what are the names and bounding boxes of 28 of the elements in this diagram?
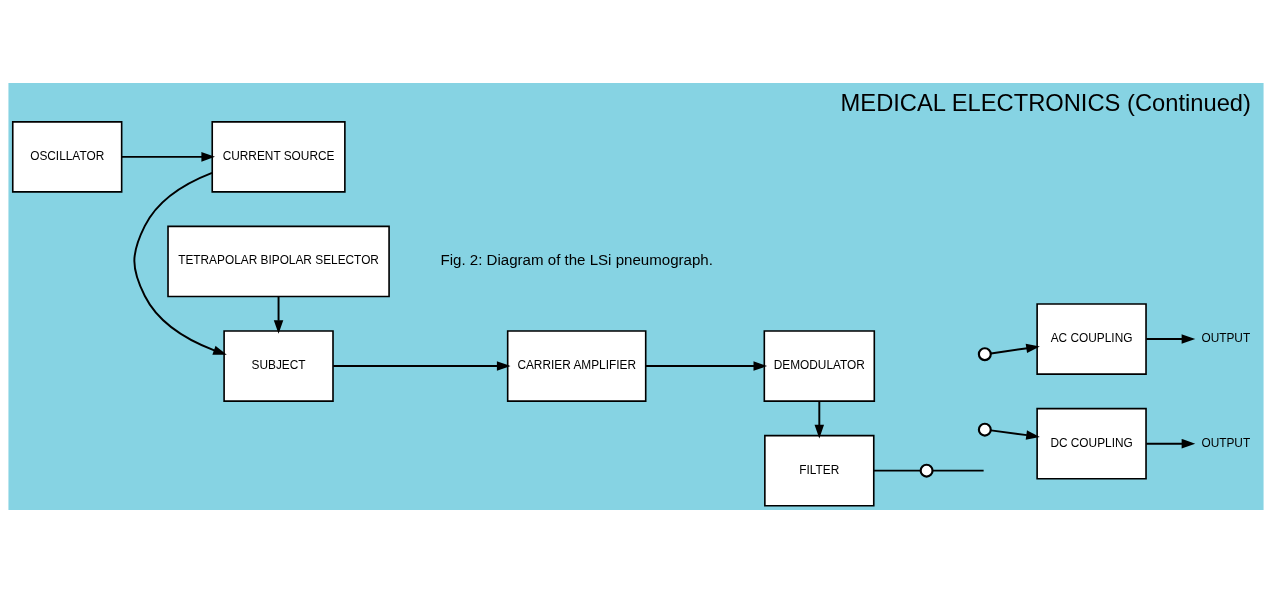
connector xyxy=(931,469,985,472)
node-box: FILTER xyxy=(764,434,875,506)
arrow xyxy=(990,343,1040,354)
arrow xyxy=(814,399,825,438)
node-box: OSCILLATOR xyxy=(11,120,123,193)
arrow xyxy=(133,171,227,355)
arrow xyxy=(1145,438,1196,448)
node-box: SUBJECT xyxy=(223,329,334,402)
node-box: DEMODULATOR xyxy=(763,329,876,402)
arrow xyxy=(332,360,511,371)
caption: Fig. 2: Diagram of the LSi pneumograph. xyxy=(440,250,713,268)
node-box: CURRENT SOURCE xyxy=(211,120,346,193)
node-box: CARRIER AMPLIFIER xyxy=(506,329,647,402)
node-text: OUTPUT xyxy=(1201,435,1251,450)
node-circle xyxy=(977,422,992,437)
connector xyxy=(872,469,922,472)
node-circle xyxy=(919,463,934,478)
arrow xyxy=(120,151,215,162)
arrow xyxy=(1145,333,1196,344)
arrow xyxy=(273,295,284,334)
node-box: DC COUPLING xyxy=(1036,407,1147,480)
node-text: OUTPUT xyxy=(1201,330,1251,345)
arrow xyxy=(990,428,1040,440)
node-box: AC COUPLING xyxy=(1036,302,1147,375)
diagram-title: MEDICAL ELECTRONICS (Continued) xyxy=(840,89,1251,116)
node-box: TETRAPOLAR BIPOLAR SELECTOR xyxy=(167,225,390,297)
arrow xyxy=(644,360,768,371)
node-circle xyxy=(977,346,992,361)
